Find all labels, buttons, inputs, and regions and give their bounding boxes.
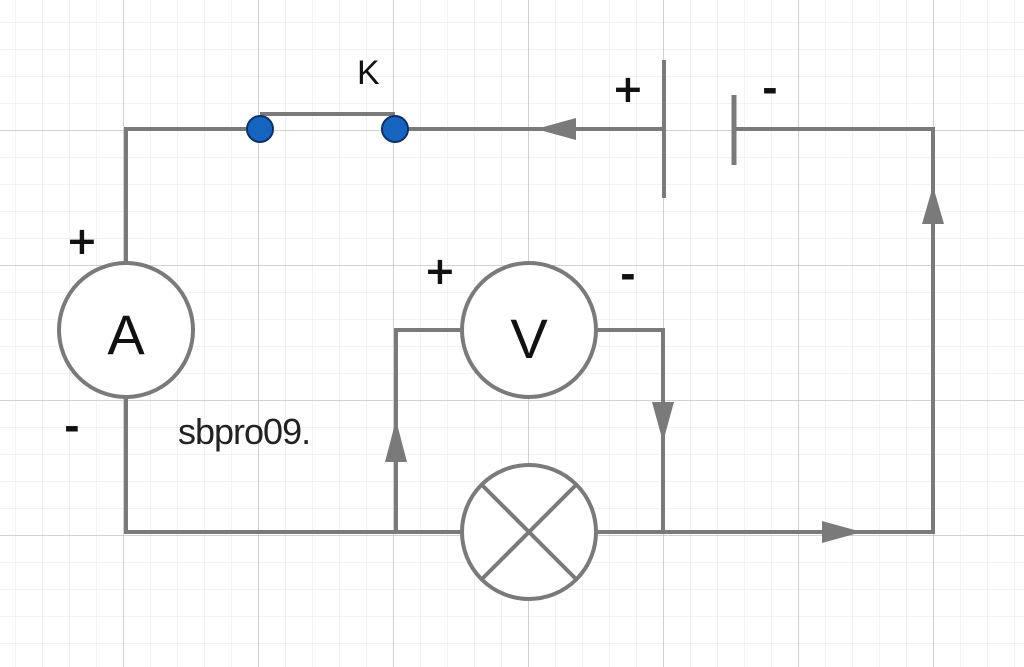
battery-minus-sign: - bbox=[762, 67, 778, 111]
switch-k: K bbox=[246, 54, 409, 143]
wire-ammeter-to-switch bbox=[124, 127, 262, 264]
voltmeter-minus-sign: - bbox=[620, 253, 636, 297]
voltmeter-plus-sign: + bbox=[424, 249, 456, 293]
voltmeter-letter: V bbox=[510, 307, 548, 370]
lamp bbox=[460, 463, 598, 601]
battery: + - bbox=[612, 60, 778, 198]
arrow-up-icon-branch bbox=[385, 420, 407, 462]
ammeter-letter: A bbox=[107, 303, 145, 366]
battery-plus-sign: + bbox=[612, 67, 644, 111]
switch-label: K bbox=[357, 54, 380, 92]
ammeter-plus-sign: + bbox=[66, 219, 98, 263]
watermark-text: sbpro09. bbox=[178, 411, 310, 452]
arrow-left-icon bbox=[536, 118, 576, 140]
wire-battery-right bbox=[732, 127, 935, 534]
arrow-right-icon bbox=[822, 521, 862, 543]
ammeter-minus-sign: - bbox=[64, 405, 80, 449]
arrow-down-icon bbox=[652, 402, 674, 442]
ammeter: A + - bbox=[57, 219, 195, 449]
arrow-up-icon bbox=[922, 186, 944, 224]
wire-bottom-left bbox=[124, 396, 464, 534]
wire-voltmeter-left bbox=[394, 328, 464, 534]
wire-voltmeter-right bbox=[594, 328, 665, 534]
switch-terminal-left bbox=[246, 115, 274, 143]
wires bbox=[124, 127, 935, 534]
current-arrows bbox=[385, 118, 944, 543]
switch-terminal-right bbox=[381, 115, 409, 143]
voltmeter: V + - bbox=[424, 249, 636, 399]
